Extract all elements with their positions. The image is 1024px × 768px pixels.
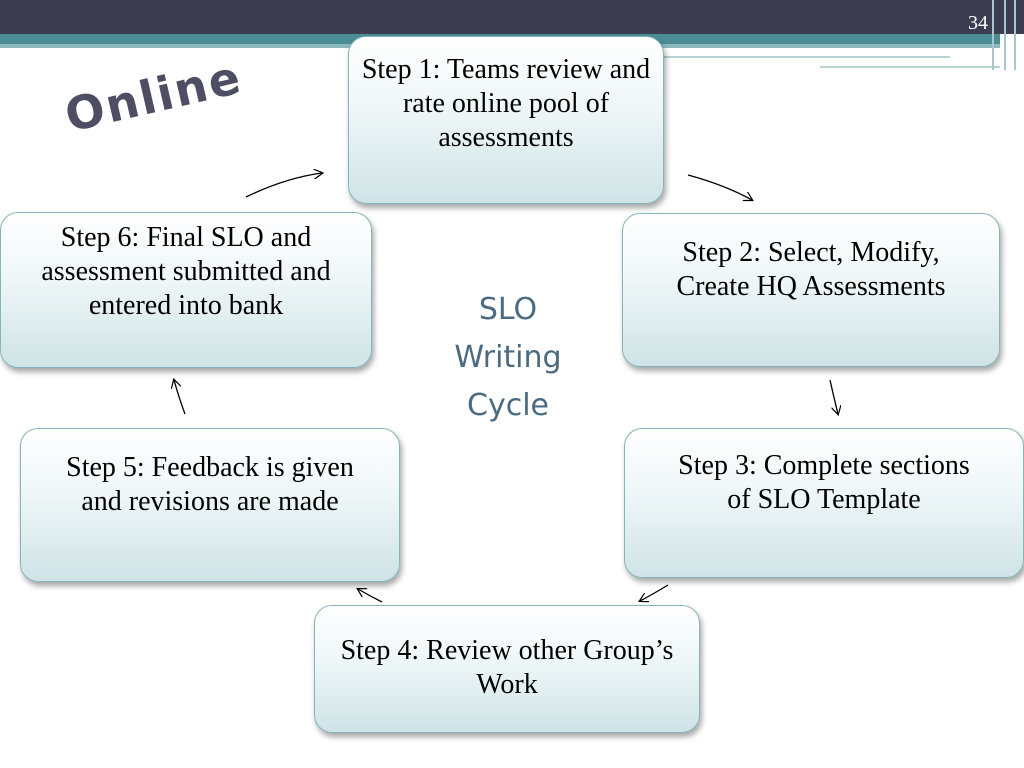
step-2-box: Step 2: Select, Modify, Create HQ Assess…: [622, 213, 1000, 367]
slide-number: 34: [968, 12, 988, 34]
cycle-title: SLO Writing Cycle: [428, 286, 588, 430]
step-3-text: Step 3: Complete sections of SLO Templat…: [678, 450, 970, 515]
step-3-box: Step 3: Complete sections of SLO Templat…: [624, 428, 1024, 578]
arrow-step5-to-step6: [174, 380, 186, 415]
arrow-step1-to-step2: [687, 174, 752, 200]
header-rule-2: [820, 66, 1000, 68]
arrow-step4-to-step5: [358, 589, 383, 603]
step-2-text: Step 2: Select, Modify, Create HQ Assess…: [676, 237, 946, 302]
arrow-step3-to-step4: [640, 584, 669, 601]
header-bar: [0, 0, 1024, 34]
header-vline-3: [1014, 0, 1016, 70]
header-vline-1: [992, 0, 994, 70]
cycle-title-line-1: SLO: [478, 292, 538, 327]
cycle-title-line-3: Cycle: [467, 388, 549, 423]
step-6-text: Step 6: Final SLO and assessment submitt…: [41, 222, 331, 321]
step-4-text: Step 4: Review other Group’s Work: [340, 635, 674, 700]
step-1-box: Step 1: Teams review and rate online poo…: [348, 36, 664, 204]
step-1-text: Step 1: Teams review and rate online poo…: [361, 54, 651, 153]
step-4-box: Step 4: Review other Group’s Work: [314, 605, 700, 733]
header-rule: [660, 56, 950, 58]
header-vline-2: [1004, 0, 1006, 70]
arrow-step6-to-step1: [245, 173, 322, 198]
cycle-title-line-2: Writing: [454, 340, 562, 375]
step-5-text: Step 5: Feedback is given and revisions …: [66, 452, 354, 517]
step-5-box: Step 5: Feedback is given and revisions …: [20, 428, 400, 582]
arrow-step2-to-step3: [829, 379, 838, 414]
step-6-box: Step 6: Final SLO and assessment submitt…: [0, 212, 372, 368]
